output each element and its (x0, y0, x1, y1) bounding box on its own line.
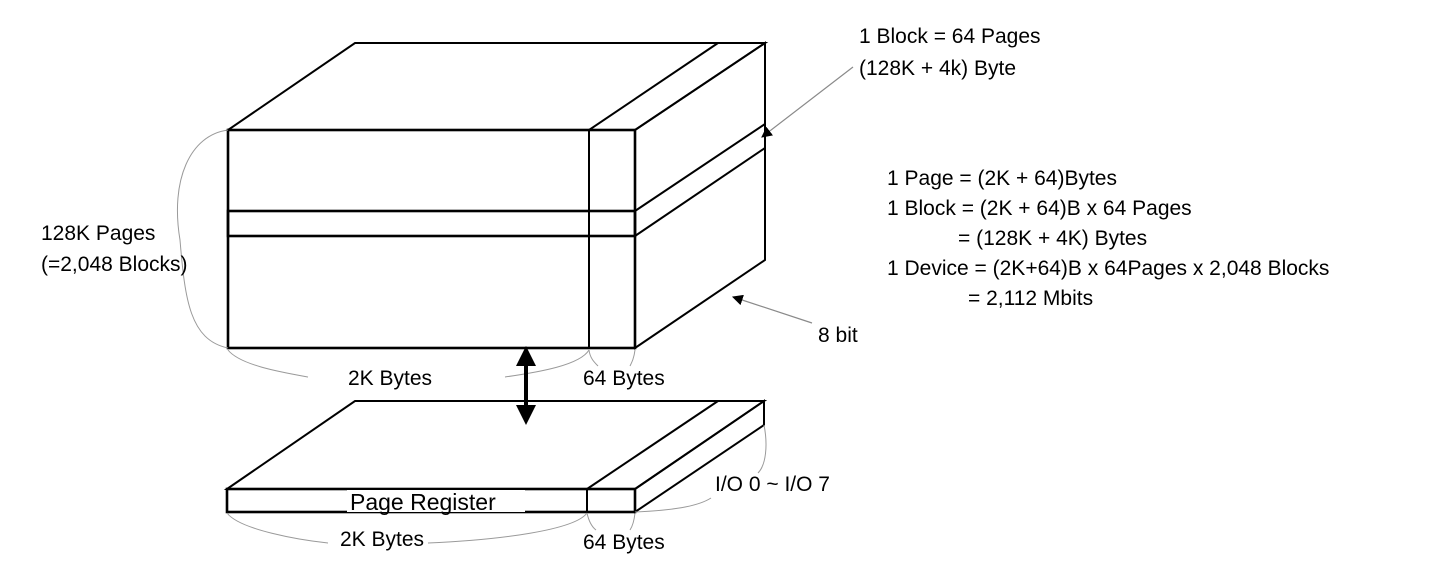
register-spare-width-label: 64 Bytes (583, 531, 665, 554)
selected-page-stripe-side (634, 122, 766, 238)
main-width-brace-right (504, 349, 590, 378)
register-top-divider (586, 400, 719, 490)
formula-block-result: = (128K + 4K) Bytes (958, 227, 1147, 250)
pages-brace (176, 129, 229, 349)
register-label-bg (347, 490, 525, 512)
register-main-width-label: 2K Bytes (340, 528, 424, 551)
array-spare-width-label: 64 Bytes (583, 367, 665, 390)
register-spare-brace (586, 512, 636, 531)
formula-device-result: = 2,112 Mbits (968, 287, 1093, 310)
blocks-label: (=2,048 Blocks) (41, 253, 188, 276)
array-top-divider (588, 42, 719, 131)
register-main-brace-right (427, 512, 588, 544)
array-right-face (634, 41, 766, 350)
block-note-line2: (128K + 4k) Byte (859, 57, 1016, 80)
formula-block: 1 Block = (2K + 64)B x 64 Pages (887, 197, 1192, 220)
main-width-brace-left (227, 349, 309, 378)
spare-width-brace (588, 349, 636, 367)
array-main-width-label: 2K Bytes (348, 367, 432, 390)
register-top-face (223, 400, 768, 490)
pages-label: 128K Pages (41, 222, 155, 245)
array-front-face (226, 128, 637, 350)
depth-leader (731, 294, 813, 324)
io-label: I/O 0 ~ I/O 7 (715, 473, 830, 496)
formula-page: 1 Page = (2K + 64)Bytes (887, 167, 1117, 190)
block-note-line1: 1 Block = 64 Pages (859, 25, 1041, 48)
memory-array-box (224, 41, 769, 350)
array-top-face (224, 42, 769, 131)
register-name: Page Register (350, 489, 496, 515)
selected-page-stripe (226, 209, 637, 238)
io-brace (634, 424, 767, 513)
formula-device: 1 Device = (2K+64)B x 64Pages x 2,048 Bl… (887, 257, 1329, 280)
register-main-brace-left (226, 512, 329, 544)
depth-label: 8 bit (818, 324, 858, 347)
block-note-leader (761, 66, 854, 138)
